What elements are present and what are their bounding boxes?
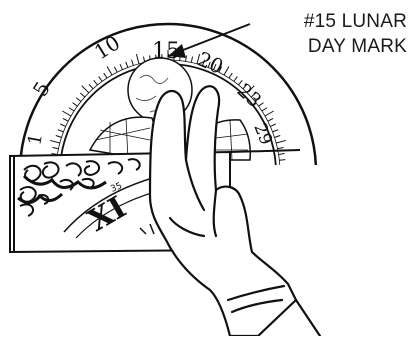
dial-tick	[279, 160, 285, 161]
callout-label-line1: #15 LUNAR	[304, 10, 407, 34]
callout-label-line2: DAY MARK	[308, 35, 407, 59]
